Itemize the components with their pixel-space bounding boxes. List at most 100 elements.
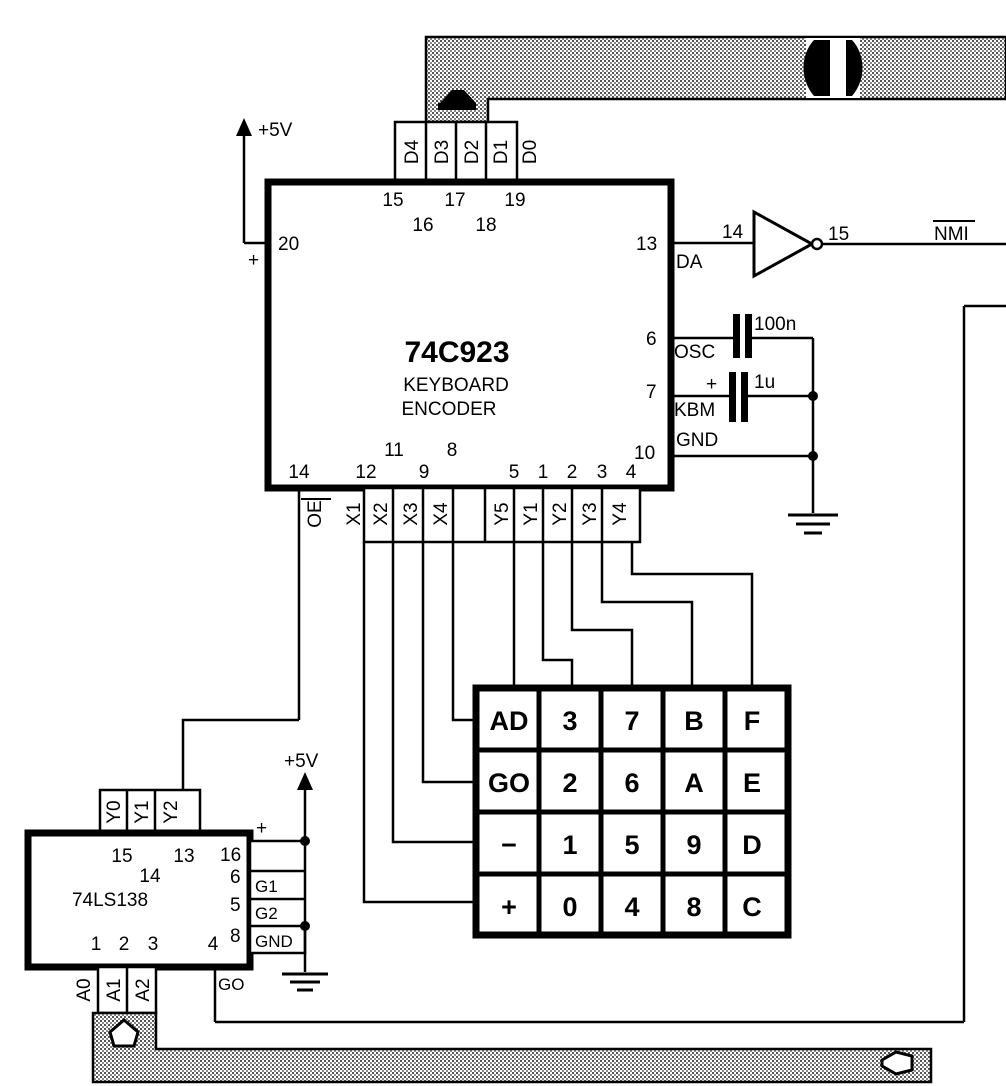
- sig-oe: OE: [305, 500, 326, 527]
- inverter-out-pin: 15: [828, 224, 849, 245]
- sig-x4: X4: [431, 502, 452, 526]
- pin-17: 17: [444, 190, 465, 211]
- sig-d3: D3: [432, 140, 453, 164]
- inverter-icon: [752, 209, 816, 279]
- pin-4: 4: [626, 462, 637, 483]
- ground-icon: [788, 513, 838, 535]
- vcc-encoder: +5V +: [236, 118, 293, 271]
- inverter-in-pin: 14: [722, 222, 744, 243]
- pin-15: 15: [382, 190, 403, 211]
- cap-1u-label: 1u: [754, 372, 775, 393]
- decoder-chip: 74LS138 15 14 13 16 6 5 8 1 2 3 4: [24, 829, 254, 971]
- key-6[interactable]: 6: [624, 768, 639, 798]
- junction-dot: [300, 921, 310, 931]
- vcc-arrow-icon: [297, 772, 313, 790]
- sig-gnd-dec: GND: [255, 932, 293, 951]
- pin-20: 20: [278, 234, 299, 255]
- sig-kbm: KBM: [674, 400, 715, 421]
- sig-a2: A2: [133, 978, 154, 1001]
- sig-a0: A0: [74, 978, 95, 1001]
- sig-x1: X1: [344, 502, 365, 525]
- encoder-desc1: KEYBOARD: [403, 375, 509, 396]
- encoder-name: 74C923: [404, 336, 509, 369]
- oe-wiring: [181, 718, 299, 790]
- decoder-signals-top: Y0 Y1 Y2: [98, 788, 202, 834]
- vcc-arrow-icon: [236, 118, 252, 136]
- sig-osc: OSC: [674, 342, 715, 363]
- sig-g2: G2: [255, 904, 278, 923]
- nmi-label: NMI: [934, 224, 969, 245]
- ground-icon: [282, 972, 328, 992]
- key-a[interactable]: A: [684, 768, 704, 798]
- sig-x2: X2: [371, 502, 392, 525]
- dec-pin-8: 8: [230, 926, 241, 947]
- bus-break-icon: [803, 38, 863, 98]
- decoder-name: 74LS138: [72, 890, 148, 911]
- cap-100n-label: 100n: [754, 314, 796, 335]
- sig-d0: D0: [520, 140, 541, 164]
- pin-10: 10: [634, 443, 655, 464]
- sig-x3: X3: [401, 502, 422, 525]
- key-5[interactable]: 5: [624, 830, 639, 860]
- sig-d4: D4: [402, 139, 423, 164]
- dec-pin-2: 2: [119, 934, 130, 955]
- key-9[interactable]: 9: [686, 830, 701, 860]
- key-0[interactable]: 0: [562, 892, 577, 922]
- encoder-chip: 74C923 KEYBOARD ENCODER 15 16 17 18 19 2…: [264, 178, 675, 492]
- pin-11: 11: [384, 440, 404, 461]
- bottom-address-bus: [91, 1011, 933, 1084]
- go-return-line: [213, 304, 1006, 1024]
- key-ad[interactable]: AD: [490, 706, 529, 736]
- dec-pin-13: 13: [173, 846, 194, 867]
- pin-7: 7: [646, 382, 657, 403]
- data-line-boxes: D4 D3 D2 D1 D0: [393, 120, 541, 182]
- sig-y2: Y2: [550, 502, 571, 525]
- vcc-label-decoder: +5V: [284, 751, 319, 772]
- key-f[interactable]: F: [744, 706, 761, 736]
- plus-sign-encoder: +: [248, 250, 259, 271]
- sig-y1: Y1: [521, 502, 542, 525]
- key-2[interactable]: 2: [562, 768, 577, 798]
- key-plus[interactable]: +: [501, 892, 517, 922]
- key-e[interactable]: E: [743, 768, 761, 798]
- pin-16: 16: [412, 215, 433, 236]
- decoder-address-inputs: A0 A1 A2: [74, 965, 158, 1015]
- key-7[interactable]: 7: [624, 706, 639, 736]
- pin-13: 13: [636, 234, 657, 255]
- dec-pin-16: 16: [220, 845, 241, 866]
- bus-tap-arrow-icon: [440, 90, 476, 103]
- sig-da: DA: [676, 252, 703, 273]
- key-d[interactable]: D: [742, 830, 762, 860]
- sig-a1: A1: [104, 978, 125, 1001]
- key-3[interactable]: 3: [562, 706, 577, 736]
- sig-y5: Y5: [492, 502, 513, 525]
- capacitor-section: OSC KBM GND 100n + 1u: [671, 314, 838, 535]
- dec-pin-4: 4: [208, 934, 219, 955]
- key-minus[interactable]: −: [501, 830, 517, 860]
- sig-d1: D1: [491, 140, 512, 164]
- key-b[interactable]: B: [684, 706, 704, 736]
- key-8[interactable]: 8: [686, 892, 701, 922]
- pin-9: 9: [419, 462, 430, 483]
- pin-5: 5: [509, 462, 520, 483]
- sig-y3: Y3: [580, 502, 601, 525]
- dec-pin-15: 15: [111, 846, 132, 867]
- sig-y1-dec: Y1: [132, 800, 153, 823]
- dec-pin-14: 14: [139, 866, 161, 887]
- pin-6: 6: [646, 329, 657, 350]
- vcc-label-encoder: +5V: [258, 120, 293, 141]
- junction-dot: [808, 451, 818, 461]
- key-4[interactable]: 4: [624, 892, 639, 922]
- sig-y0: Y0: [104, 800, 125, 823]
- keypad-wiring: [362, 542, 754, 904]
- key-c[interactable]: C: [742, 892, 762, 922]
- pin-3: 3: [597, 462, 608, 483]
- encoder-bottom-signals: OE X1 X2 X3 X4 Y5 Y1 Y2 Y3 Y4: [297, 486, 642, 720]
- dec-pin-3: 3: [148, 934, 159, 955]
- key-go[interactable]: GO: [488, 768, 530, 798]
- sig-y2-dec: Y2: [161, 800, 182, 823]
- pin-19: 19: [504, 190, 525, 211]
- pin-18: 18: [475, 215, 496, 236]
- sig-d2: D2: [462, 140, 483, 164]
- key-1[interactable]: 1: [562, 830, 577, 860]
